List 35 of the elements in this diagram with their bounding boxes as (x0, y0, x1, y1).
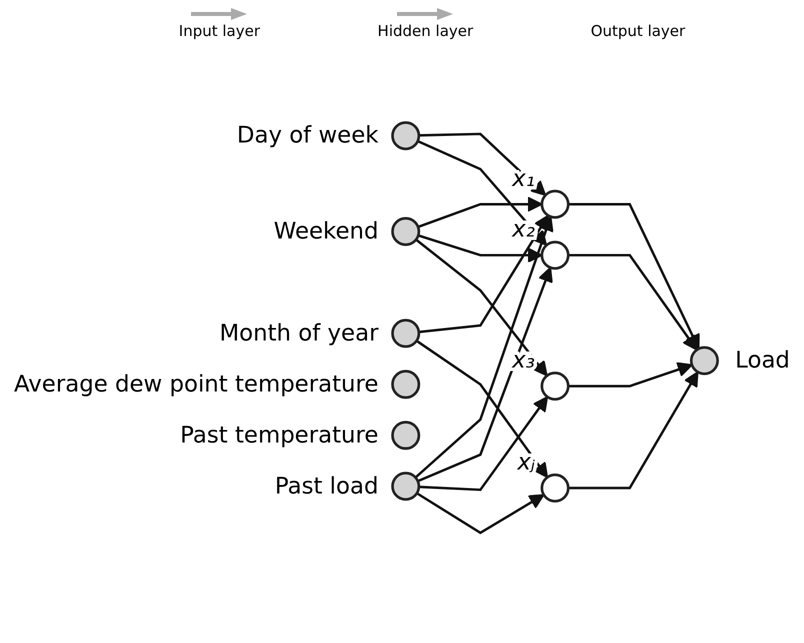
arrow (568, 203, 700, 350)
node-circle (690, 346, 719, 376)
arrow (568, 362, 693, 388)
node-circle (391, 216, 420, 246)
input-label: Past load (274, 473, 378, 500)
input-label: Weekend (274, 218, 378, 244)
layer-label: Hidden layer (378, 22, 474, 40)
neuron-label: xⱼ (517, 450, 535, 476)
layer-label: Output layer (590, 22, 686, 40)
node-circle (391, 420, 420, 450)
arrow (418, 214, 549, 334)
input-label: Day of week (236, 122, 378, 149)
input-label: Past temperature (180, 422, 378, 448)
neuron-label: x₂ (512, 216, 535, 243)
input-label: Average dew point temperature (14, 371, 378, 398)
arrow (416, 340, 548, 478)
output-label: Load (735, 348, 790, 374)
layer-label: Input layer (178, 22, 260, 40)
node-circle (540, 190, 570, 219)
node-circle (391, 370, 420, 399)
node-circle (391, 318, 420, 348)
arrow (568, 371, 698, 490)
node-circle (391, 121, 420, 150)
arrow (415, 238, 548, 376)
arrow (416, 492, 544, 534)
node-circle (540, 240, 570, 270)
input-label: Month of year (219, 320, 378, 346)
arrow (414, 216, 554, 478)
arrow (417, 266, 553, 482)
node-circle (540, 372, 570, 401)
node-circle (391, 472, 420, 501)
arrow (417, 140, 548, 246)
arrow (568, 254, 698, 351)
node-circle (540, 474, 570, 503)
arrow (418, 396, 548, 492)
